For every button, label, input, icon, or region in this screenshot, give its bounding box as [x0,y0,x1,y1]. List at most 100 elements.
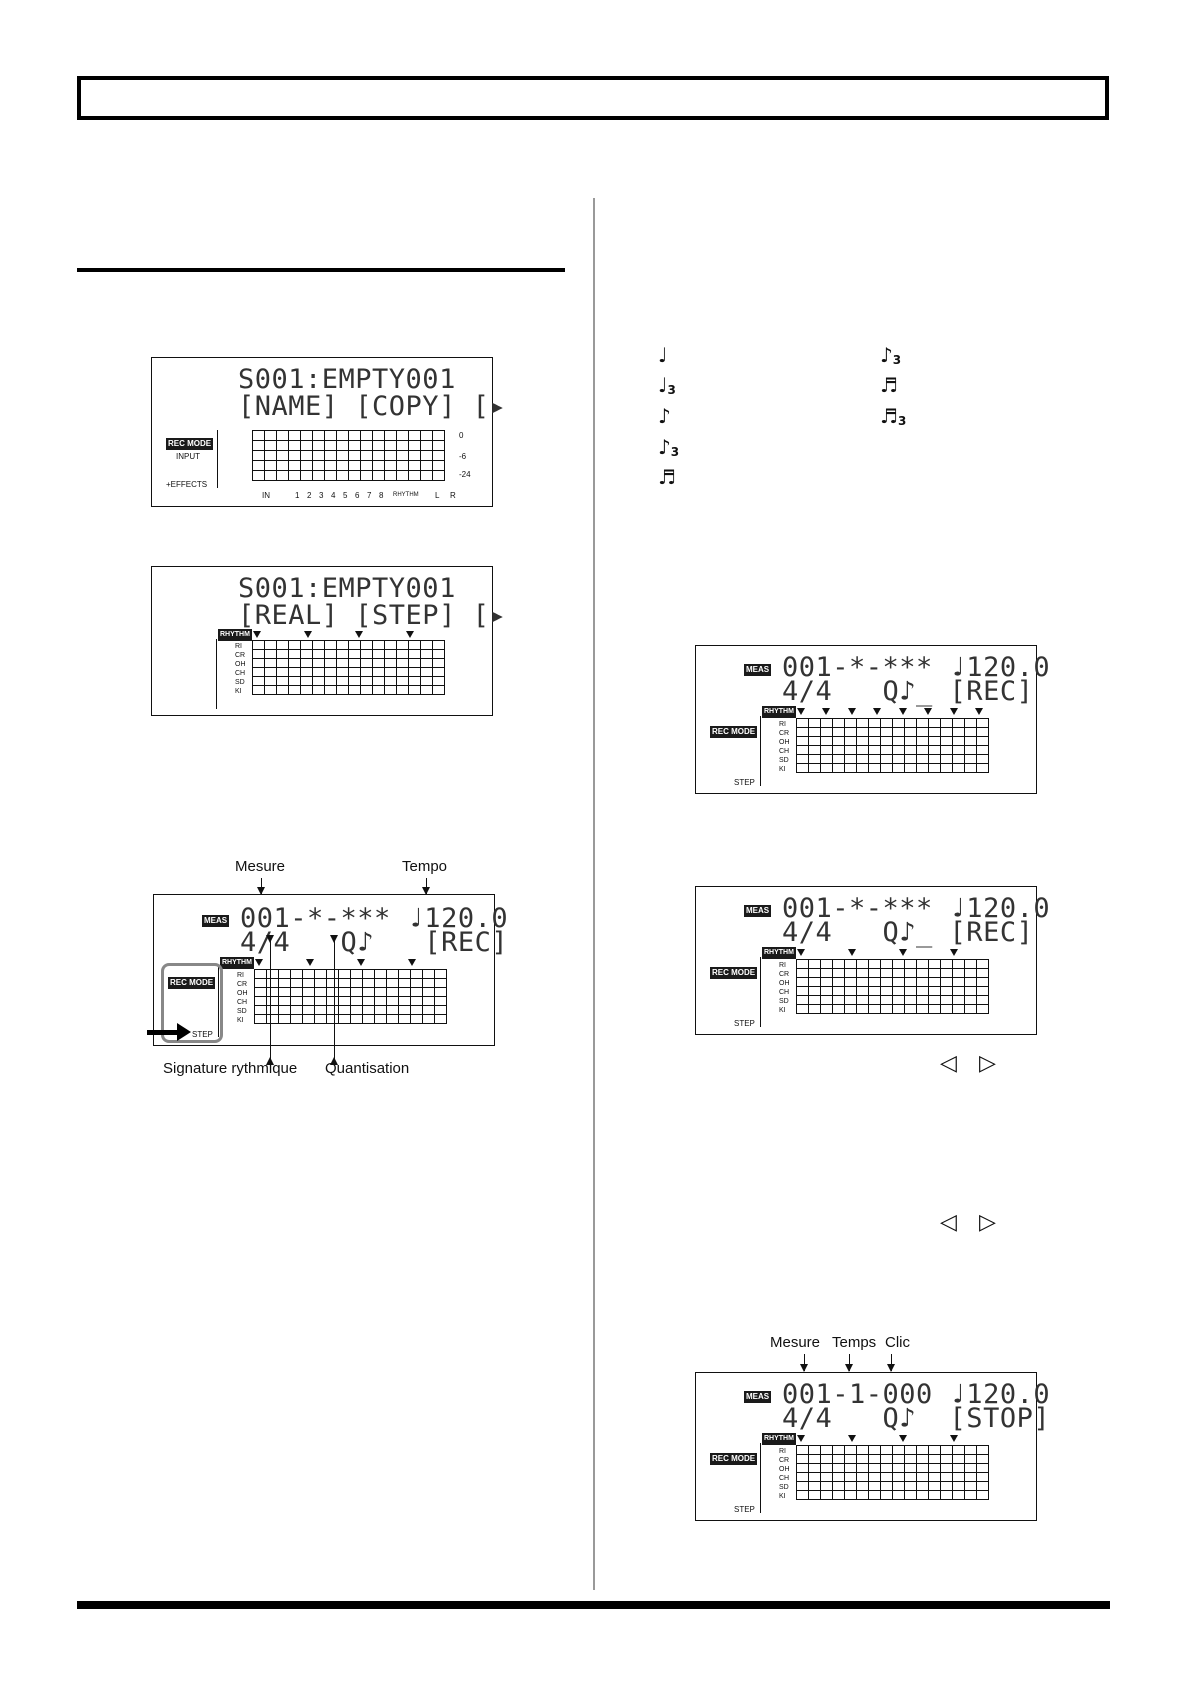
beat-marker [848,949,856,956]
beat-marker [924,708,932,715]
beat-marker [797,949,805,956]
thirty-second-note-icon: ♬ [880,373,898,397]
row-label: CR [237,981,248,988]
beat-marker [797,1435,805,1442]
channel-3: 3 [319,491,324,500]
channel-4: 4 [331,491,336,500]
row-label: SD [779,757,789,764]
channel-in: IN [262,491,270,500]
callout-signature: Signature rythmique [163,1060,298,1077]
beat-marker [899,1435,907,1442]
level-meter-grid [252,430,445,481]
lcd-line-2: [REAL] [STEP] [▸ [238,600,507,631]
bracket-line [217,430,218,488]
scale-6: -6 [459,452,467,461]
row-label: OH [235,661,246,668]
beat-marker [975,708,983,715]
step-label: STEP [192,1030,213,1039]
bracket-line [760,1443,761,1513]
section-rule [77,268,565,272]
rhythm-label: RHYTHM [762,947,796,959]
scale-0: 0 [459,431,464,440]
beat-marker [408,959,416,966]
step-grid [254,969,447,1024]
channel-7: 7 [367,491,372,500]
row-label: RI [235,643,242,650]
lcd-line-1: 001-1-000 ♩120.0 [782,1379,1051,1410]
beat-marker [253,631,261,638]
step-grid [796,959,989,1014]
arrow-signature [266,935,274,1065]
beat-marker [255,959,263,966]
row-label: OH [237,990,248,997]
channel-2: 2 [307,491,312,500]
beat-marker [950,708,958,715]
rhythm-label: RHYTHM [762,706,796,718]
lcd-line-1: S001:EMPTY001 [238,364,456,395]
row-label: KI [235,688,242,695]
footer-bar [77,1601,1110,1609]
callout-tempo: Tempo [402,858,448,875]
effects-label: +EFFECTS [166,480,208,489]
scale-24: -24 [459,470,471,479]
arrow-tempo [422,878,430,895]
rec-mode-highlight [161,963,223,1043]
step-label: STEP [734,1019,755,1028]
row-label: RI [779,962,786,969]
rec-mode-label: REC MODE [710,726,758,738]
beat-marker [822,708,830,715]
channel-6: 6 [355,491,360,500]
row-label: SD [237,1008,247,1015]
meas-label: MEAS [744,1391,772,1403]
row-label: SD [779,998,789,1005]
row-labels: RI CR OH CH SD KI [779,1447,790,1501]
step-pointer-arrow [147,1030,177,1035]
channel-8: 8 [379,491,384,500]
rhythm-label: RHYTHM [762,1433,796,1445]
beat-marker [899,708,907,715]
header-box [77,76,1109,120]
channel-5: 5 [343,491,348,500]
step-grid [796,1445,989,1500]
arrow-measure [800,1354,808,1372]
arrow-tick [887,1354,895,1372]
meas-label: MEAS [202,915,230,927]
row-label: CR [779,971,790,978]
cursor-left-button-icon[interactable]: ◁ [940,1209,957,1234]
row-label: KI [779,766,786,773]
lcd-line-1: 001-*-*** ♩120.0 [782,652,1051,683]
channel-r: R [450,491,456,500]
row-label: CH [779,989,790,996]
row-label: OH [779,980,790,987]
step-grid [796,718,989,773]
lcd-screen-quantize-16th: MEAS 001-*-*** ♩120.0 4/4 Q♪_ [REC] RHYT… [695,645,1050,794]
bracket-line [760,957,761,1027]
lcd-line-1: S001:EMPTY001 [238,573,456,604]
arrow-beat [845,1354,853,1372]
channel-1: 1 [295,491,300,500]
thirty-second-triplet-icon: ♬3 [880,404,907,428]
row-labels: RI CR OH CH SD KI [237,971,248,1025]
row-label: CR [235,652,246,659]
lcd-screen-quantize-8th: MEAS 001-*-*** ♩120.0 4/4 Q♪_ [REC] RHYT… [695,886,1050,1035]
note-list-right: ♪3 ♬ ♬3 [880,344,906,436]
cursor-left-button-icon[interactable]: ◁ [940,1050,957,1075]
beat-marker [950,949,958,956]
rec-mode-label: REC MODE [710,1453,758,1465]
rec-mode-label: REC MODE [710,967,758,979]
bracket-line [218,967,219,1037]
row-label: RI [237,972,244,979]
cursor-right-button-icon[interactable]: ▷ [979,1209,996,1234]
step-grid [252,640,445,695]
lcd-line-2: [NAME] [COPY] [▸ [238,391,507,422]
callout-beat: Temps [832,1334,877,1351]
sixteenth-triplet-icon: ♪3 [880,343,902,367]
beat-marker [304,631,312,638]
bracket-line [760,716,761,786]
lcd-screen-rec-mode: S001:EMPTY001 [REAL] [STEP] [▸ RHYTHM RI… [151,566,506,716]
lcd-screen-step-detail: MEAS 001-*-*** ♩120.0 4/4 Q♪ [REC] RHYTH… [153,894,508,1046]
rec-mode-label: REC MODE [166,438,214,450]
lcd-screen-song: S001:EMPTY001 [NAME] [COPY] [▸ REC MODE … [151,357,506,507]
step-pointer-arrowhead [177,1023,191,1041]
cursor-right-button-icon[interactable]: ▷ [979,1050,996,1075]
